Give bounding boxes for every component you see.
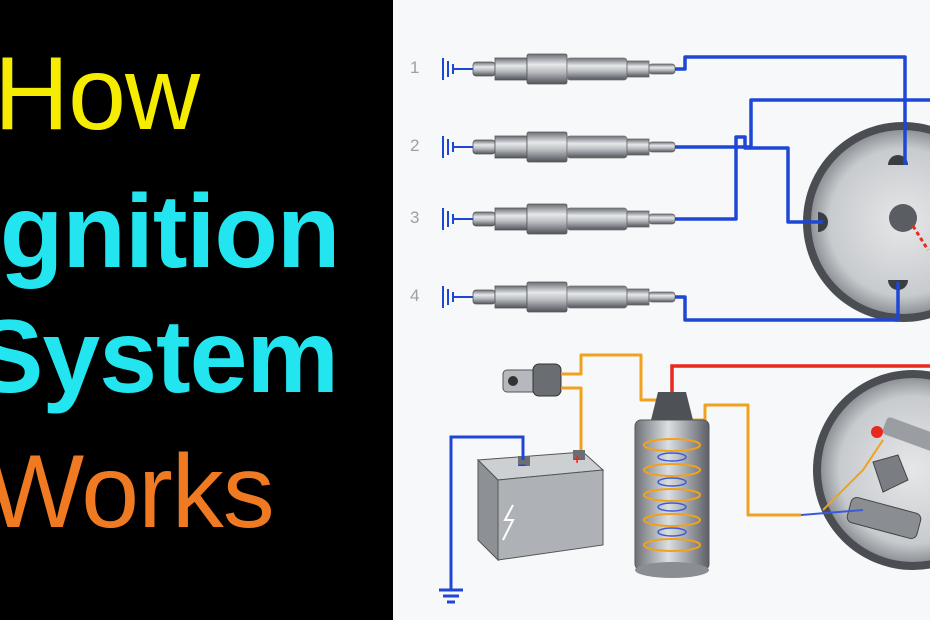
ground-icon [442, 136, 473, 158]
distributor-body [800, 370, 930, 570]
title-word-how: How [0, 36, 200, 152]
title-panel: How Ignition System Works [0, 0, 393, 620]
breaker-points-icon [871, 417, 930, 451]
condenser-icon [846, 496, 922, 540]
spark-plug-row-1: 1 [410, 53, 676, 85]
lightning-icon [502, 504, 515, 541]
ignition-coil [634, 392, 710, 578]
battery-ground-wire [439, 435, 525, 604]
spark-plug-row-3: 3 [410, 203, 676, 235]
spark-plug-3 [472, 203, 676, 235]
battery-negative-label: − [518, 457, 526, 473]
coil-output-wire [670, 364, 930, 392]
plug-number-4: 4 [410, 286, 419, 305]
spark-plug-4 [472, 281, 676, 313]
ground-icon [442, 208, 473, 230]
battery-positive-label: + [573, 451, 581, 467]
spark-plug-row-2: 2 [410, 131, 676, 163]
ground-icon [442, 58, 473, 80]
rotor-icon [889, 204, 930, 251]
cam-icon [872, 454, 909, 493]
battery: − + [476, 450, 605, 562]
plug-number-3: 3 [410, 208, 419, 227]
title-word-works: Works [0, 434, 275, 550]
ignition-diagram: 1 2 [410, 53, 930, 604]
title-word-ignition: Ignition [0, 174, 340, 290]
spark-plug-2 [472, 131, 676, 163]
ground-icon [442, 286, 473, 308]
title-word-system: System [0, 299, 339, 415]
spark-plug-row-4: 4 [410, 281, 676, 313]
hv-wires [675, 55, 930, 322]
plug-number-1: 1 [410, 58, 419, 77]
ignition-diagram-panel: 1 2 [393, 0, 930, 620]
plug-number-2: 2 [410, 136, 419, 155]
spark-plug-1 [472, 53, 676, 85]
ignition-key-icon [502, 363, 562, 397]
